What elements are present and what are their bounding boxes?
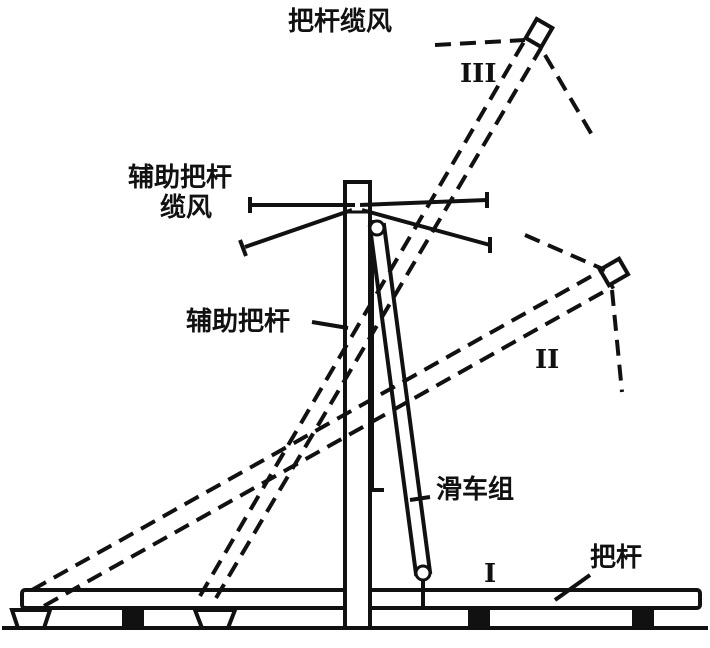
leader-aux-mast	[311, 320, 349, 330]
hook-line	[370, 220, 384, 492]
block-support	[122, 610, 144, 628]
label-aux-guy-1: 辅助把杆	[128, 163, 232, 193]
label-pulley-block: 滑车组	[436, 474, 514, 505]
trolley-left	[9, 608, 53, 630]
boom-position-2	[31, 233, 631, 608]
label-position-2: II	[535, 345, 559, 375]
label-aux-guy-2: 缆风	[160, 192, 212, 223]
trolley-middle	[192, 608, 238, 630]
auxiliary-guy-lines	[238, 192, 492, 257]
leader-boom	[553, 573, 592, 602]
label-position-1: I	[484, 559, 496, 589]
label-boom: 把杆	[590, 543, 642, 573]
label-boom-guy: 把杆缆风	[288, 6, 392, 37]
boom-position-3	[198, 16, 597, 600]
block-support	[632, 610, 654, 628]
supports	[9, 608, 654, 630]
leader-pulley	[409, 495, 431, 502]
block-support	[468, 610, 490, 628]
label-position-3: III	[460, 59, 497, 89]
pulley-block	[367, 219, 433, 608]
mast-head	[343, 180, 372, 214]
auxiliary-mast	[343, 180, 372, 630]
label-aux-mast: 辅助把杆	[186, 307, 290, 337]
